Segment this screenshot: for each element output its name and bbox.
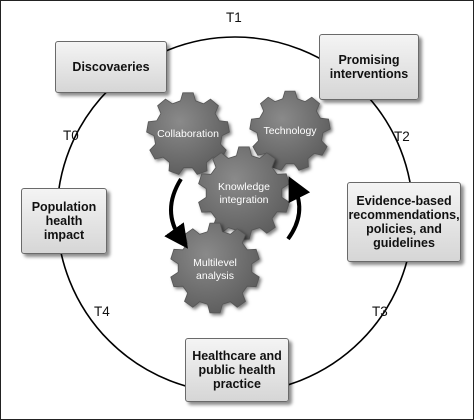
gear-collaboration: Collaboration (146, 92, 230, 175)
stage-label-t0: T0 (63, 128, 79, 143)
label-population-2: health (45, 214, 83, 228)
label-population-1: Population (31, 200, 97, 214)
box-evidence-based: Evidence-based recommendations, policies… (347, 182, 461, 262)
gear-label-knowledge-2: integration (219, 194, 268, 206)
label-evidence-1: Evidence-based (356, 194, 452, 208)
label-promising-2: interventions (329, 67, 409, 81)
box-healthcare-practice: Healthcare and public health practice (185, 338, 289, 402)
gear-knowledge-integration: Knowledge integration (198, 146, 290, 240)
label-healthcare-2: public health (198, 363, 276, 377)
right-curved-arrow (286, 176, 311, 241)
gear-technology: Technology (249, 90, 331, 171)
gear-label-multilevel-1: Multilevel (193, 257, 237, 269)
gear-label-technology: Technology (263, 125, 317, 137)
left-curved-arrow (164, 177, 188, 249)
label-healthcare-1: Healthcare and (192, 349, 282, 363)
gear-label-multilevel-2: analysis (196, 270, 234, 282)
box-promising-interventions: Promising interventions (319, 34, 419, 100)
label-evidence-2: recommendations, (348, 208, 460, 222)
stage-label-t2: T2 (394, 129, 410, 144)
stage-label-t4: T4 (94, 304, 110, 319)
label-healthcare-3: practice (213, 377, 261, 391)
stage-label-t3: T3 (372, 304, 388, 319)
stage-label-t1: T1 (226, 10, 242, 25)
box-discoveries: Discovaeries (55, 41, 167, 93)
box-population-health: Population health impact (21, 188, 107, 254)
label-evidence-4: guidelines (373, 236, 435, 250)
gear-label-collaboration: Collaboration (157, 128, 219, 140)
label-discoveries: Discovaeries (72, 60, 150, 74)
gear-label-knowledge-1: Knowledge (218, 181, 270, 193)
gear-multilevel-analysis: Multilevel analysis (170, 222, 260, 314)
label-promising-1: Promising (338, 53, 400, 67)
label-population-3: impact (43, 228, 85, 242)
label-evidence-3: policies, and (366, 222, 442, 236)
